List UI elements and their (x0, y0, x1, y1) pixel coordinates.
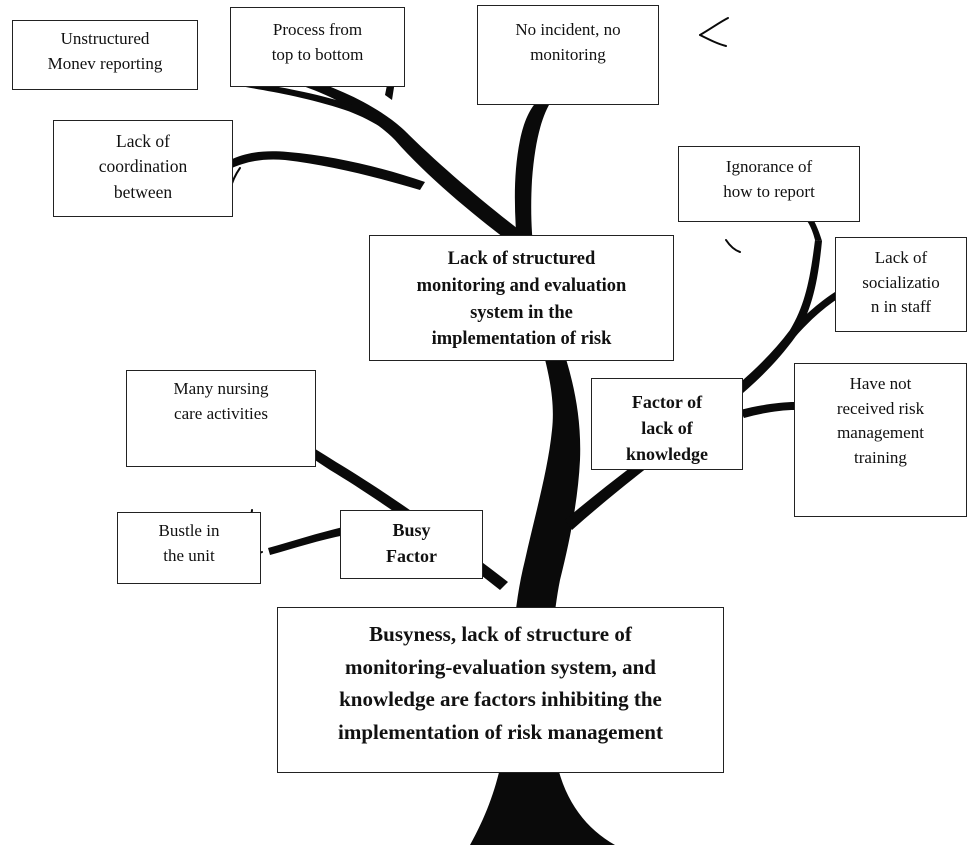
main-conclusion-box: Busyness, lack of structure of monitorin… (277, 607, 724, 773)
branch-knowledge (565, 240, 822, 530)
factor-box-lack-knowledge: Factor of lack of knowledge (591, 378, 743, 470)
cause-box-bustle-unit: Bustle in the unit (117, 512, 261, 584)
branch-bustle (268, 527, 345, 555)
factor-box-monitoring-system: Lack of structured monitoring and evalua… (369, 235, 674, 361)
branch-training (740, 402, 795, 418)
cause-box-lack-coordination: Lack of coordination between (53, 120, 233, 217)
factor-box-busy: Busy Factor (340, 510, 483, 579)
tree-trunk (470, 340, 615, 845)
cause-box-ignorance-reporting: Ignorance of how to report (678, 146, 860, 222)
cause-box-unstructured-monev: Unstructured Monev reporting (12, 20, 198, 90)
branch-coordination (230, 151, 425, 190)
cause-box-process-top-bottom: Process from top to bottom (230, 7, 405, 87)
branch-upper-left (300, 78, 530, 250)
cause-box-no-incident: No incident, no monitoring (477, 5, 659, 105)
cause-box-lack-socialization: Lack of socializatio n in staff (835, 237, 967, 332)
cause-box-nursing-activities: Many nursing care activities (126, 370, 316, 467)
cause-box-no-training: Have not received risk management traini… (794, 363, 967, 517)
branch-socialization (790, 292, 839, 336)
tree-upper-trunk (514, 95, 552, 265)
